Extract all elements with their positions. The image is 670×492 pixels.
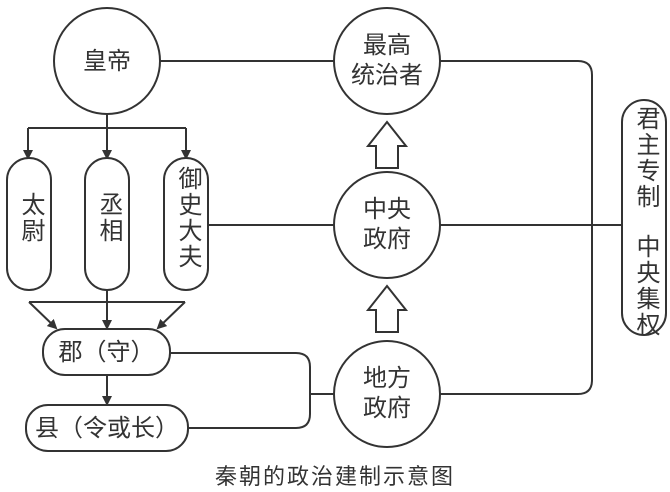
hollow-arrow-up-1 [365, 120, 409, 169]
hollow-arrow-up-2 [365, 284, 409, 333]
label-emperor: 皇帝 [83, 47, 131, 75]
node-emperor [53, 7, 161, 115]
label-summary-part2: 中央集权 [632, 234, 660, 338]
label-taiwei: 太尉 [17, 192, 45, 244]
node-jun [42, 328, 171, 376]
node-supreme-ruler [333, 7, 441, 115]
node-local-government [333, 340, 441, 448]
label-jun: 郡（守） [58, 338, 155, 366]
node-summary [621, 99, 667, 336]
label-central-line2: 政府 [363, 225, 411, 253]
funnel-left-arrow [28, 301, 58, 330]
label-local-line2: 政府 [363, 394, 411, 422]
label-supreme-ruler-line1: 最高 [363, 31, 411, 59]
label-chengxiang: 丞相 [95, 192, 123, 244]
node-chengxiang [84, 157, 130, 291]
label-local-line1: 地方 [363, 364, 411, 392]
label-summary-part1: 君主专制 [632, 106, 660, 210]
node-xian [25, 404, 189, 452]
label-central-line1: 中央 [363, 195, 411, 223]
label-xian: 县（令或长） [35, 414, 179, 442]
connector-right-loop [440, 60, 593, 395]
label-supreme-ruler-line2: 统治者 [351, 61, 423, 89]
node-central-government [333, 171, 441, 279]
funnel-right-arrow [156, 301, 186, 330]
node-yushidafu [163, 157, 209, 291]
node-taiwei [6, 157, 52, 291]
bracket-local [170, 352, 311, 429]
label-yushidafu: 御史大夫 [174, 166, 202, 270]
diagram-caption: 秦朝的政治建制示意图 [214, 465, 455, 490]
